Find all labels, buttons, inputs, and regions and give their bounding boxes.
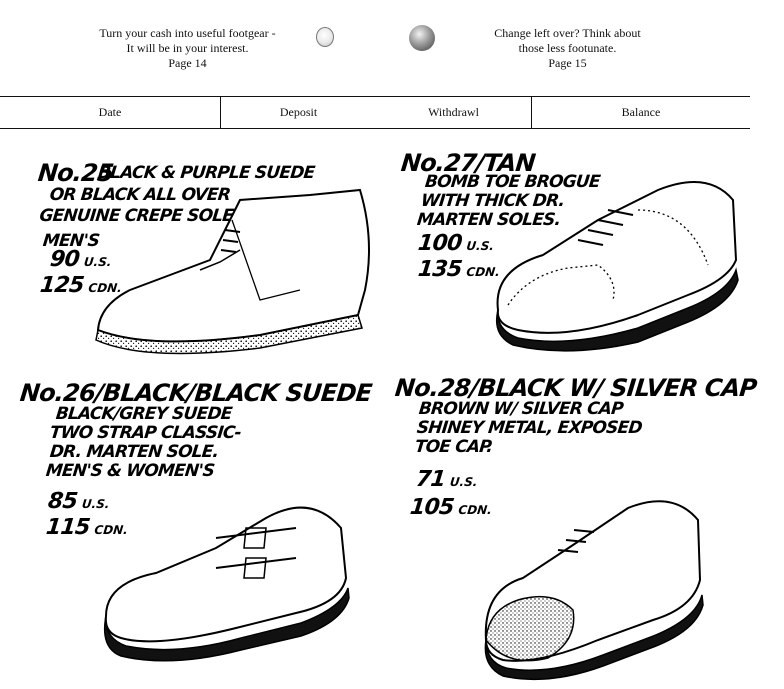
product-26-number: No.26/BLACK/BLACK SUEDE [18, 379, 373, 407]
product-26-line: TWO STRAP CLASSIC- [48, 423, 242, 443]
product-27-price-us: 100 U.S. [416, 231, 496, 256]
price-cdn-value: 125 [38, 273, 85, 298]
binder-hole-icon [316, 27, 334, 47]
header-left-page-number: Page 14 [168, 56, 207, 70]
header-left-line2: It will be in your interest. [126, 41, 249, 55]
price-us-value: 100 [416, 231, 463, 256]
two-strap-monk-shoe-icon [103, 506, 350, 662]
ledger-col-date: Date [98, 105, 122, 119]
price-us-label: U.S. [449, 475, 479, 489]
price-us-value: 90 [48, 247, 81, 272]
price-us-value: 71 [414, 467, 447, 492]
price-us-value: 85 [46, 489, 79, 514]
product-28-price-us: 71 U.S. [414, 467, 479, 492]
header-left-line1: Turn your cash into useful footgear - [99, 26, 276, 40]
product-28-text: No.28/BLACK W/ SILVER CAP BROWN W/ SILVE… [388, 374, 758, 459]
ledger-col-balance: Balance [621, 105, 661, 119]
ledger-header-row: Date Deposit Withdrawl Balance [0, 96, 750, 129]
crepe-sole-chukka-boot-icon [95, 188, 370, 355]
ledger-col-deposit: Deposit [279, 105, 318, 119]
header-left: Turn your cash into useful footgear - It… [60, 26, 315, 71]
header-right-page-number: Page 15 [548, 56, 587, 70]
product-28-line: TOE CAP. [413, 437, 494, 457]
product-26-text: No.26/BLACK/BLACK SUEDE BLACK/GREY SUEDE… [11, 379, 373, 483]
ledger-divider [531, 97, 533, 128]
price-cdn-value: 135 [416, 257, 463, 282]
steel-cap-derby-shoe-icon [484, 500, 704, 681]
binder-hole-icon [409, 25, 435, 51]
product-28-line: SHINEY METAL, EXPOSED [415, 418, 643, 438]
price-cdn-value: 115 [44, 515, 91, 540]
price-cdn-value: 105 [408, 495, 455, 520]
ledger-col-withdrawal: Withdrawl [428, 105, 479, 119]
header-right-line2: those less footunate. [518, 41, 617, 55]
header-right-line1: Change left over? Think about [494, 26, 641, 40]
product-28-number: No.28/BLACK W/ SILVER CAP [393, 374, 758, 402]
product-28-line: BROWN W/ SILVER CAP [417, 399, 624, 419]
brogue-shoe-icon [495, 181, 739, 352]
passbook-page-spread: Turn your cash into useful footgear - It… [0, 25, 758, 681]
ledger-divider [220, 97, 222, 128]
header-right: Change left over? Think about those less… [450, 26, 685, 71]
product-26-line: MEN'S & WOMEN'S [44, 461, 216, 481]
product-26-line: DR. MARTEN SOLE. [48, 442, 220, 462]
product-26-line: BLACK/GREY SUEDE [54, 404, 233, 424]
